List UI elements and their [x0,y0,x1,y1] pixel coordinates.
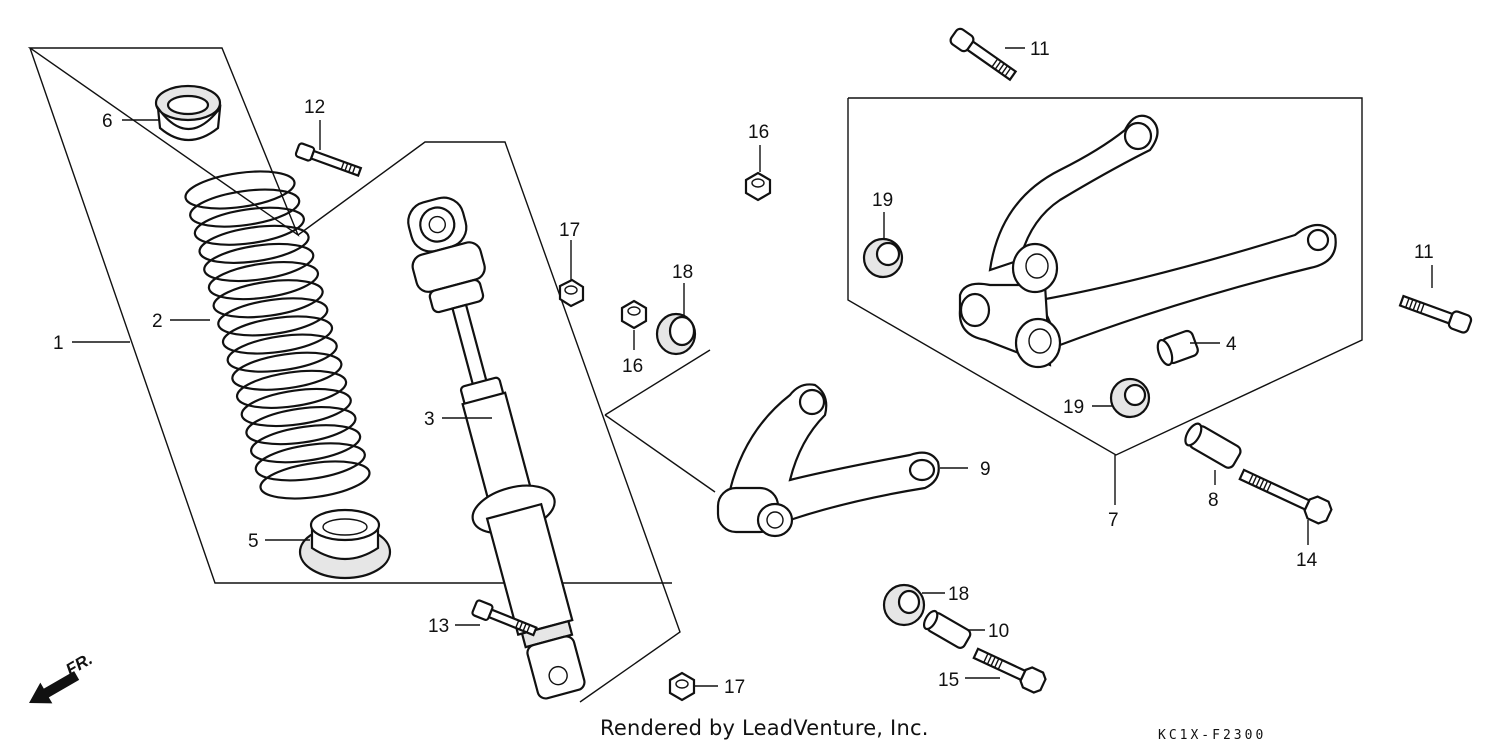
callout-14: 14 [1296,550,1318,571]
callout-11b: 11 [1414,242,1434,263]
callout-9: 9 [980,459,991,480]
bolt-14-icon [1238,468,1333,525]
bolt-15-icon [972,647,1047,694]
front-direction-label: FR. [63,649,96,679]
diagram-code: KC1X-F2300 [1158,728,1267,743]
shock-assembly-outline-top [27,47,300,237]
callout-19b: 19 [1063,397,1084,418]
spring-coil-turn [259,460,371,500]
leader-arm-box [604,414,716,493]
arm-assembly-outline [847,97,1363,456]
spring-coil-turn [231,351,343,391]
callout-16a: 16 [748,122,769,143]
spring-coil-turn [198,224,310,264]
render-credit: Rendered by LeadVenture, Inc. [600,716,929,740]
callout-19a: 19 [872,190,893,211]
spring-coil-turn [217,297,329,337]
callout-15: 15 [938,670,959,691]
spring-coil-turn [245,406,357,446]
shock-body-outline [297,141,681,703]
callout-5: 5 [248,531,259,552]
spring-coil-turn [207,261,320,301]
leader-lines [72,47,1433,687]
bolt-11b-icon [1398,294,1473,334]
bearing-19b-icon [1109,377,1151,419]
callout-1: 1 [53,333,64,354]
spring-seat-lower-icon [298,508,392,580]
callout-16b: 16 [622,356,643,377]
shock-arm-icon [716,383,940,538]
spring-seat-upper-icon [154,84,222,141]
collar-10-icon [922,609,972,649]
callout-4: 4 [1226,334,1237,355]
callout-2: 2 [152,311,163,332]
shock-assembly-outline-left [29,47,672,584]
nut-16b-icon [620,299,648,330]
spring-coil-turn [221,315,334,355]
callout-3: 3 [424,409,435,430]
spring-coil-turn [184,170,296,210]
callout-labels: 1 2 3 4 5 6 7 8 9 10 11 11 12 13 14 15 1… [53,39,1434,698]
spring-coil-turn [193,206,305,246]
collar-4-icon [1156,329,1199,366]
callout-18a: 18 [672,262,693,283]
leader-18a-box [604,349,711,416]
spring-coil-turn [250,424,362,464]
spring-coil-turn [212,279,324,319]
front-direction-arrow-icon [29,671,80,704]
spring-coil-turn [226,333,338,373]
callout-11a: 11 [1030,39,1050,60]
bearing-18a-icon [655,312,697,356]
callout-6: 6 [102,111,113,132]
bearing-18b-icon [882,583,926,627]
spring-coil-turn [240,387,352,428]
callout-7: 7 [1108,510,1119,531]
bolt-11a-icon [949,27,1018,82]
bolt-13-icon [471,599,538,637]
spring-coil-turn [254,442,366,482]
nut-17a-icon [558,278,585,308]
callout-10: 10 [988,621,1009,642]
spring-coil-turn [189,188,301,228]
suspension-arm-icon [958,114,1337,369]
spring-coil-turn [203,242,315,283]
shock-absorber-icon [407,196,586,700]
coil-spring-icon [184,170,371,500]
bearing-19a-icon [862,237,904,279]
callout-17a: 17 [559,220,580,241]
nut-17b-icon [668,671,696,702]
nut-16a-icon [744,171,772,202]
collar-8-icon [1184,422,1242,469]
callout-13: 13 [428,616,449,637]
spring-coil-turn [235,369,348,409]
bolt-12-icon [294,142,363,178]
callout-8: 8 [1208,490,1219,511]
callout-18b: 18 [948,584,969,605]
callout-17b: 17 [724,677,745,698]
callout-12: 12 [304,97,325,118]
